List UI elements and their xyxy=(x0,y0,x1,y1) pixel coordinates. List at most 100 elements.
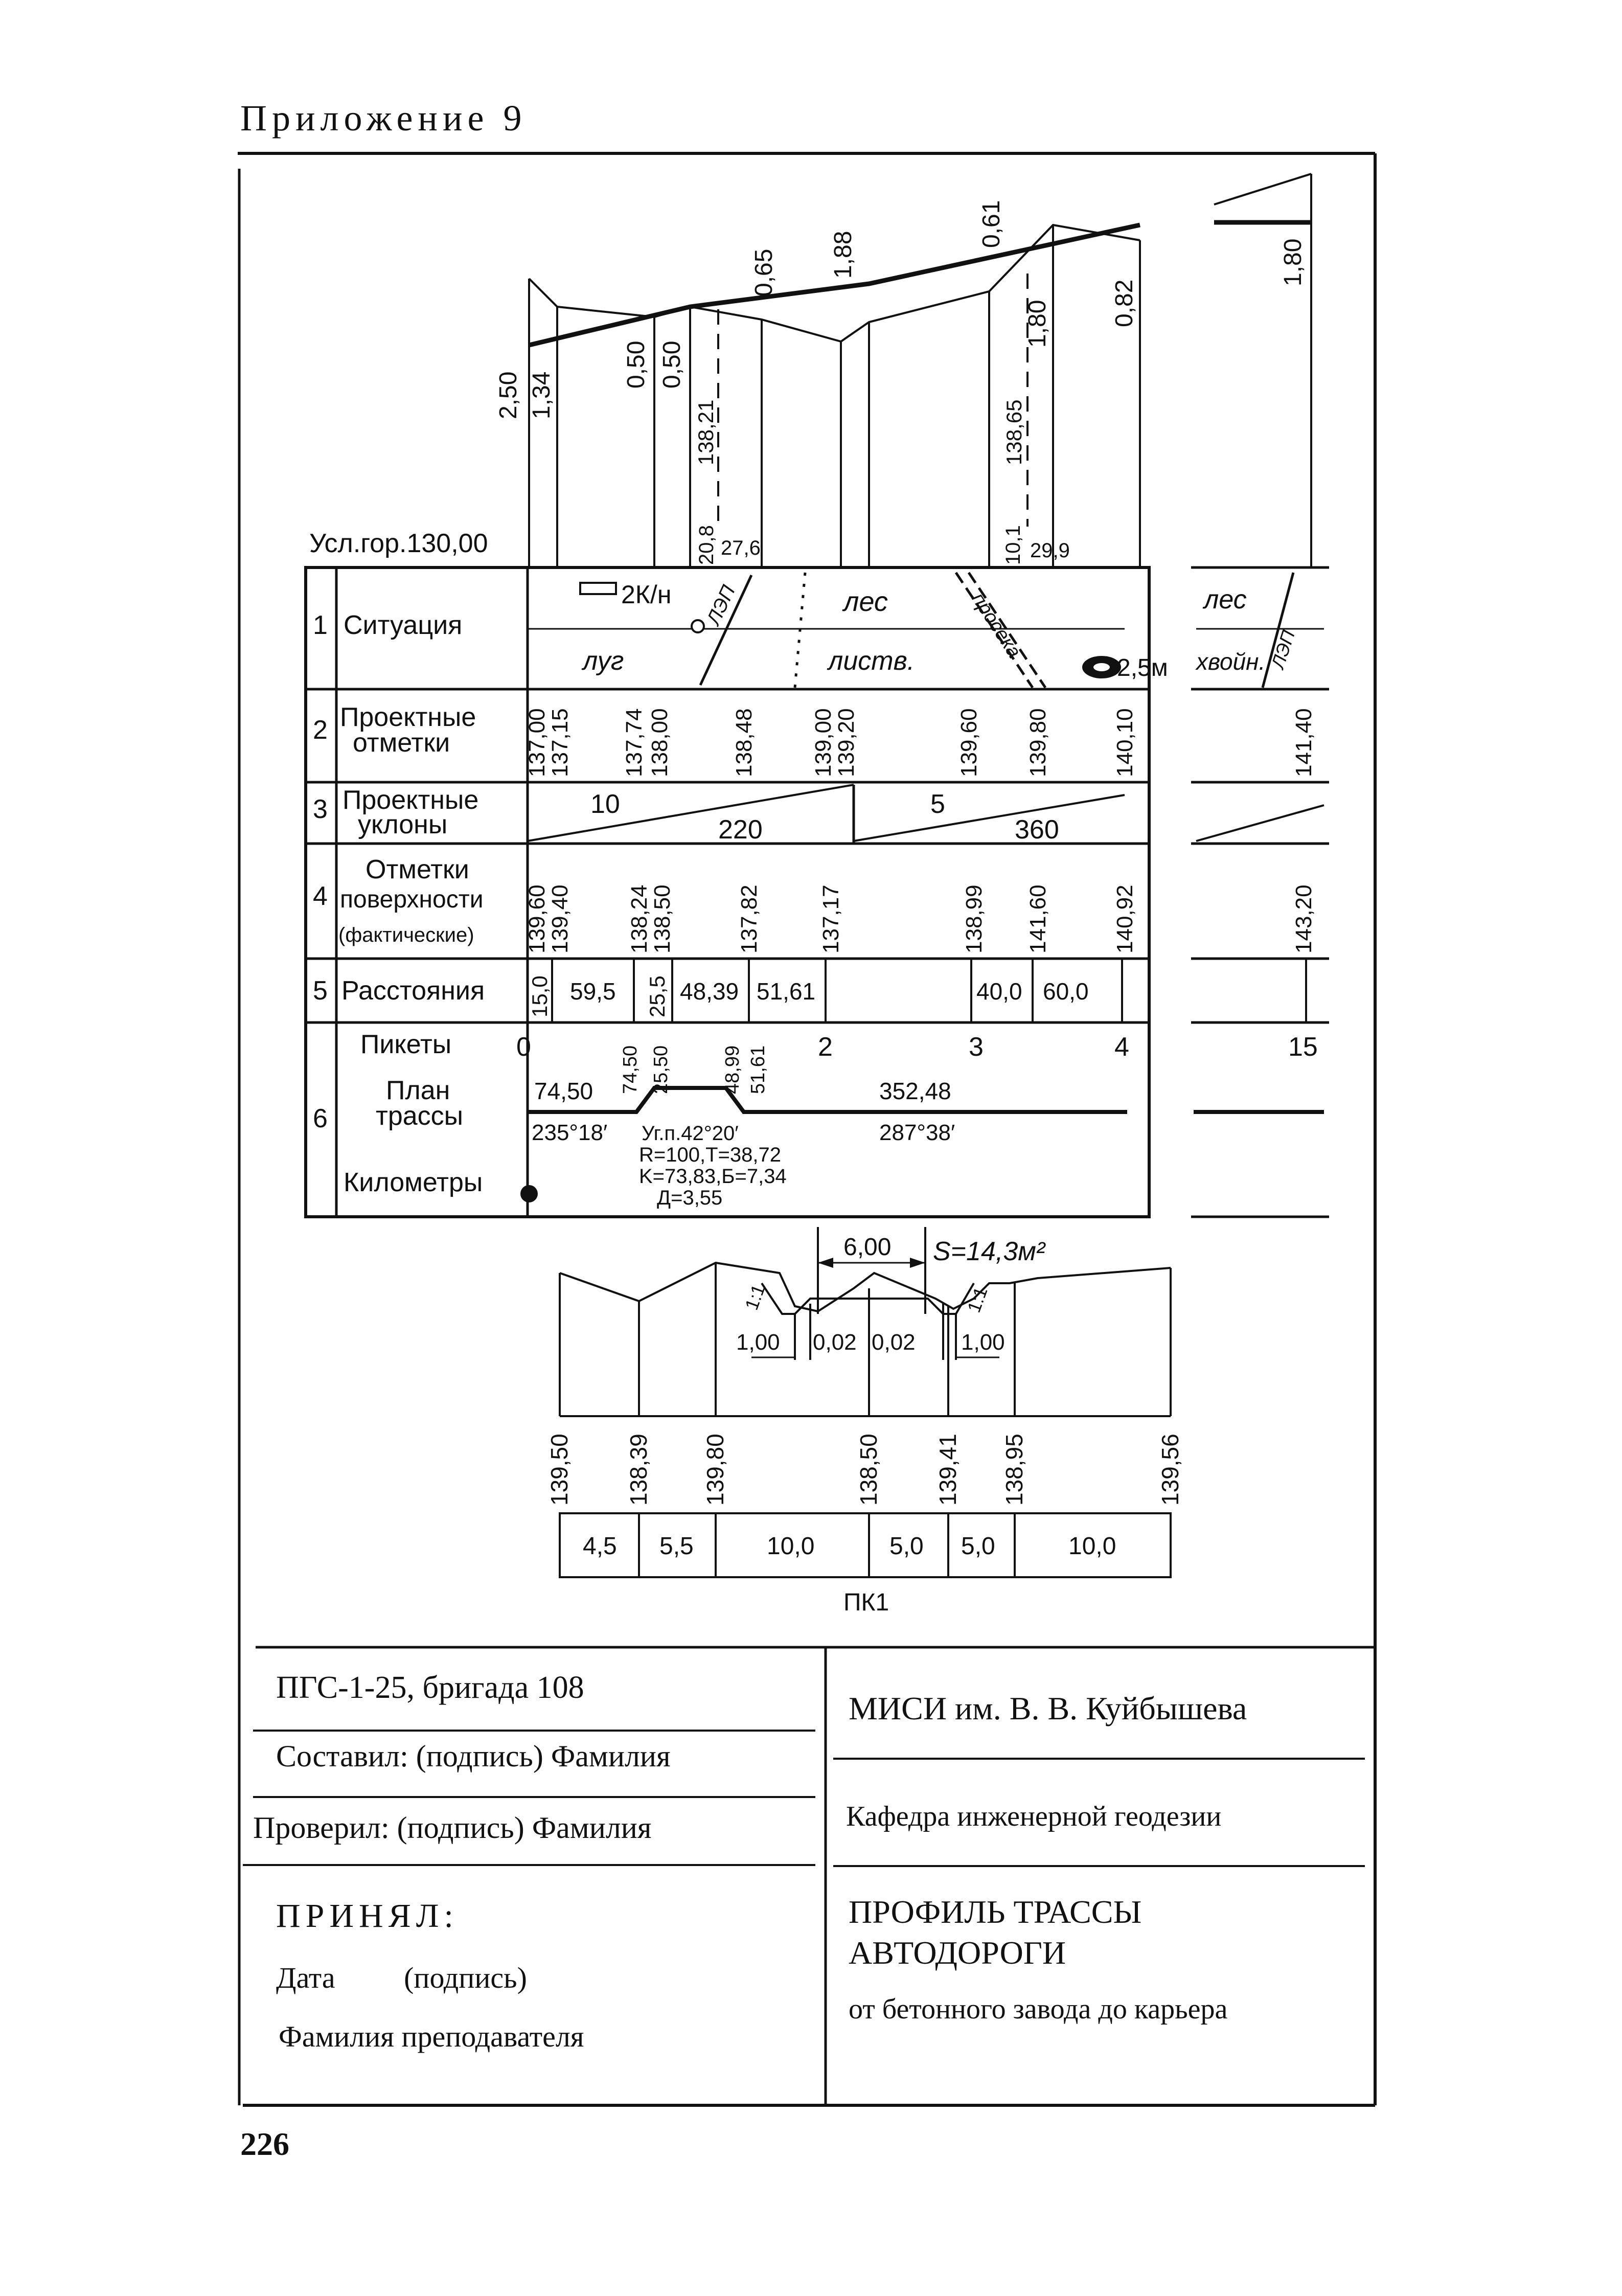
curve-element: K=73,83,Б=7,34 xyxy=(639,1165,787,1188)
width-label: 6,00 xyxy=(843,1234,891,1261)
clearing-line xyxy=(967,572,1047,689)
axis-dashes xyxy=(717,274,1029,527)
appendix-title: Приложение 9 xyxy=(240,98,527,139)
profile-verticals xyxy=(528,174,1312,567)
height-label: 1,34 xyxy=(528,372,555,419)
route-plan-line xyxy=(528,1086,1127,1114)
ground-elevation: 138,24 xyxy=(627,884,652,953)
situation-item: лес xyxy=(842,586,888,617)
design-elevations-row: 137,00 137,15 137,74 138,00 138,48 139,0… xyxy=(524,708,1316,777)
picket-number: 2 xyxy=(818,1032,833,1062)
small-mark: 10,1 xyxy=(1002,525,1024,565)
distance-value: 60,0 xyxy=(1043,978,1089,1005)
road-template xyxy=(761,1282,975,1315)
plan-value: 352,48 xyxy=(879,1078,951,1104)
ground-elevation: 143,20 xyxy=(1291,884,1316,953)
row-labels: 1 Ситуация 2 Проектные отметки 3 Проектн… xyxy=(313,610,485,1197)
situation-item: 2,5м xyxy=(1117,654,1168,681)
row-label: Ситуация xyxy=(344,610,462,640)
cross-section: 6,00 S=14,3м² 1:1 1:1 1,00 0,02 0,02 1,0… xyxy=(546,1227,1183,1616)
height-label: 0,50 xyxy=(623,341,650,389)
slope-label: 1:1 xyxy=(963,1284,992,1315)
row-label: (фактические) xyxy=(338,924,474,946)
section-distance: 5,0 xyxy=(961,1533,995,1560)
grade-value: 360 xyxy=(1015,815,1059,845)
ground-elevation: 138,99 xyxy=(962,884,987,953)
ground-elevation: 137,82 xyxy=(737,884,762,953)
building-symbol xyxy=(579,582,617,595)
row-label: План xyxy=(386,1076,450,1105)
row-label: отметки xyxy=(353,728,450,758)
situation-item: луг xyxy=(581,646,624,676)
row-label: поверхности xyxy=(340,886,484,913)
profile-table xyxy=(304,566,1329,1218)
design-elevation: 139,20 xyxy=(834,708,859,777)
plan-value: 74,50 xyxy=(534,1078,593,1104)
design-elevation: 137,15 xyxy=(547,708,573,777)
height-label: 0,61 xyxy=(978,200,1005,248)
curve-element: Д=3,55 xyxy=(657,1187,722,1209)
distance-value: 40,0 xyxy=(976,978,1022,1005)
situation-item: ЛЭП xyxy=(702,582,740,629)
small-mark: 20,8 xyxy=(695,525,718,565)
section-verticals xyxy=(559,1227,1172,1416)
drawing-subtitle: от бетонного завода до карьера xyxy=(849,1993,1228,2025)
title-block-lines xyxy=(243,1647,1365,2105)
row-number: 5 xyxy=(313,976,328,1006)
height-label: 1,80 xyxy=(1280,239,1307,286)
design-elevation: 141,40 xyxy=(1291,708,1316,777)
ditch-label: 0,02 xyxy=(813,1330,857,1355)
ground-line xyxy=(528,223,1140,343)
height-label: 1,88 xyxy=(830,231,857,279)
ditch-label: 1,00 xyxy=(736,1330,780,1355)
curve-element: R=100,T=38,72 xyxy=(639,1144,781,1166)
row-label: Расстояния xyxy=(341,976,485,1006)
section-elevations: 139,50 138,39 139,80 138,50 139,41 138,9… xyxy=(546,1434,1183,1506)
axis-mark: 138,65 xyxy=(1002,400,1026,465)
datum-label: Усл.гор.130,00 xyxy=(309,529,488,558)
ground-elevation: 139,60 xyxy=(524,884,550,953)
section-elevation: 138,39 xyxy=(625,1434,652,1506)
design-grades-row: 10 220 5 360 xyxy=(527,784,1324,845)
power-line-node xyxy=(691,619,705,633)
row-label: трассы xyxy=(376,1101,463,1131)
section-distance: 5,5 xyxy=(659,1533,694,1560)
section-elevation: 138,50 xyxy=(855,1434,882,1506)
situation-item: лес xyxy=(1202,585,1247,615)
height-labels: 2,50 1,34 0,50 0,50 0,65 1,88 0,61 1,80 … xyxy=(495,200,1307,565)
ground-elevation: 141,60 xyxy=(1025,884,1050,953)
curve-element: Уг.п.42°20′ xyxy=(642,1122,739,1145)
distance-value: 48,39 xyxy=(680,978,739,1005)
area-label: S=14,3м² xyxy=(933,1237,1046,1266)
drawing-title: ПРОФИЛЬ ТРАССЫ АВТОДОРОГИ xyxy=(849,1894,1142,1971)
ground-elevation: 137,17 xyxy=(818,884,843,953)
distances-row: 15,0 59,5 25,5 48,39 51,61 40,0 60,0 xyxy=(528,959,1307,1022)
design-elevation: 139,00 xyxy=(811,708,836,777)
grade-value: 220 xyxy=(718,815,763,845)
small-mark: 27,6 xyxy=(721,537,761,559)
grade-value: 10 xyxy=(590,789,620,819)
situation-row: 2К/н луг ЛЭП лес листв. просека 2,5м лес… xyxy=(528,572,1324,689)
section-elevation: 139,50 xyxy=(546,1434,573,1506)
date-signature-label: Дата (подпись) xyxy=(276,1961,527,1994)
small-mark: 29,9 xyxy=(1030,539,1070,562)
row-number: 1 xyxy=(313,610,328,640)
picket-number: 0 xyxy=(516,1032,531,1062)
ditch-label: 1,00 xyxy=(961,1330,1005,1355)
axis-mark: 138,21 xyxy=(694,400,718,465)
ground-elevation: 139,40 xyxy=(547,884,573,953)
picket-number: 4 xyxy=(1114,1032,1129,1062)
ground-elevations-row: 139,60 139,40 138,24 138,50 137,82 137,1… xyxy=(524,884,1316,953)
design-elevation: 137,00 xyxy=(524,708,550,777)
sheet-frame xyxy=(238,153,1377,2107)
cross-section-ground xyxy=(559,1261,1171,1313)
section-picket-label: ПК1 xyxy=(843,1589,889,1616)
design-elevation: 139,60 xyxy=(956,708,981,777)
distance-value: 25,5 xyxy=(645,975,669,1017)
checked-label: Проверил: (подпись) Фамилия xyxy=(253,1811,652,1845)
row-number: 3 xyxy=(313,794,328,824)
row-label: Километры xyxy=(344,1168,483,1197)
row-number: 6 xyxy=(313,1104,328,1133)
section-elevation: 139,56 xyxy=(1157,1434,1183,1506)
section-distance: 10,0 xyxy=(767,1533,814,1560)
